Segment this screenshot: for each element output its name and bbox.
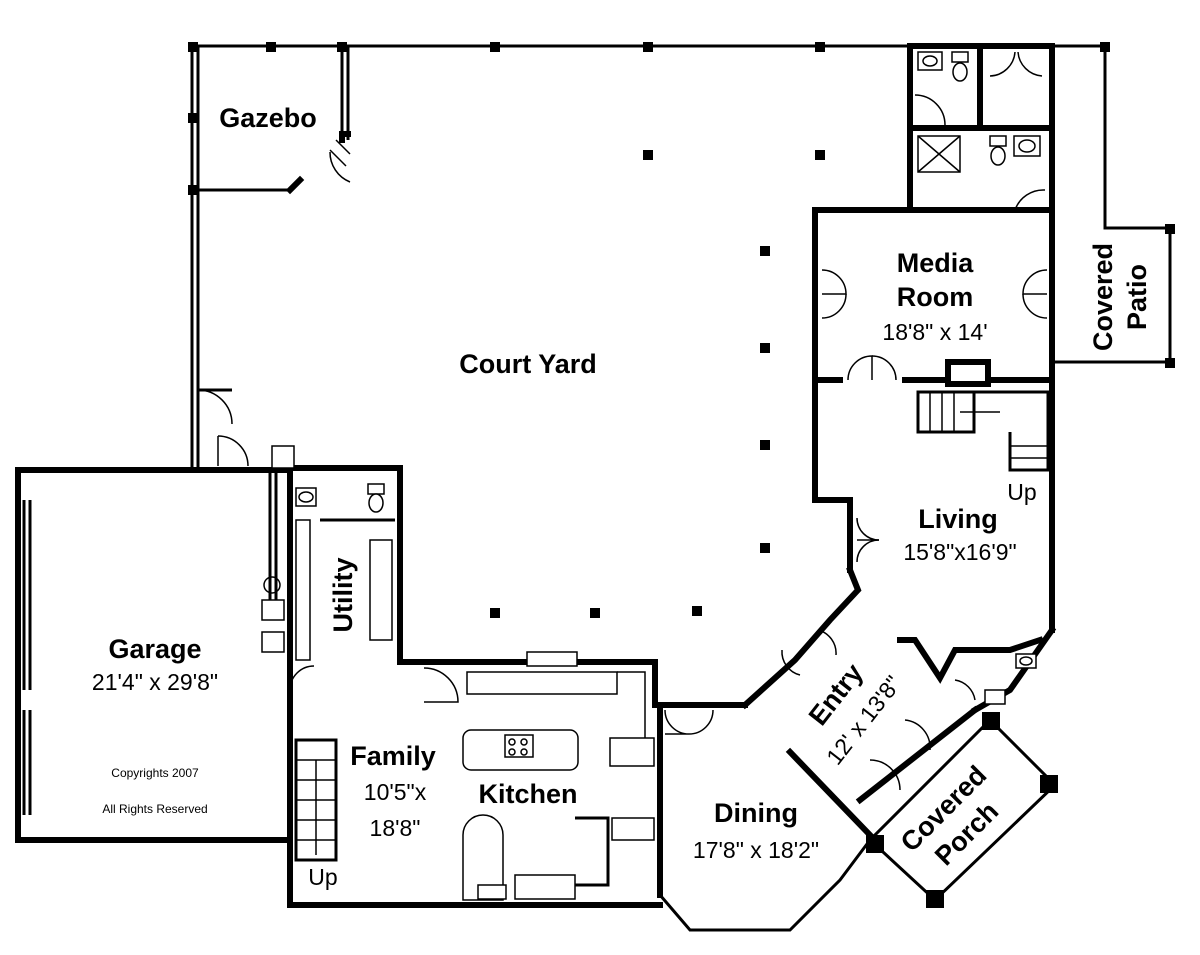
utility-label: Utility	[328, 557, 358, 632]
family-dimensions-line2: 18'8"	[370, 815, 421, 841]
family-stairs-up: Up	[308, 864, 337, 890]
garage-label: Garage	[108, 634, 201, 664]
gazebo-walls	[285, 131, 351, 195]
family-dimensions-line1: 10'5"x	[364, 779, 427, 805]
dining-label: Dining	[714, 798, 798, 828]
room-labels: Gazebo Court Yard Media Room 18'8" x 14'…	[92, 103, 1152, 890]
rights-note: All Rights Reserved	[102, 802, 207, 816]
garage-dimensions: 21'4" x 29'8"	[92, 669, 218, 695]
copyright-note: Copyrights 2007	[111, 766, 199, 780]
media-room-label-line1: Media	[897, 248, 975, 278]
bath-block	[907, 43, 1055, 213]
covered-patio-label-line1: Covered	[1088, 243, 1118, 351]
covered-patio-outline	[1052, 44, 1172, 364]
court-yard-label: Court Yard	[459, 349, 597, 379]
media-room-label-line2: Room	[897, 282, 974, 312]
living-label: Living	[918, 504, 998, 534]
family-label: Family	[350, 741, 436, 771]
doors	[289, 269, 1048, 791]
kitchen-label: Kitchen	[478, 779, 577, 809]
dining-dimensions: 17'8" x 18'2"	[693, 837, 819, 863]
gazebo-label: Gazebo	[219, 103, 317, 133]
living-stairs-up: Up	[1007, 479, 1036, 505]
living-dimensions: 15'8"x16'9"	[903, 539, 1016, 565]
media-room-dimensions: 18'8" x 14'	[882, 319, 987, 345]
house-walls	[15, 125, 1058, 932]
covered-patio-label-line2: Patio	[1122, 264, 1152, 330]
